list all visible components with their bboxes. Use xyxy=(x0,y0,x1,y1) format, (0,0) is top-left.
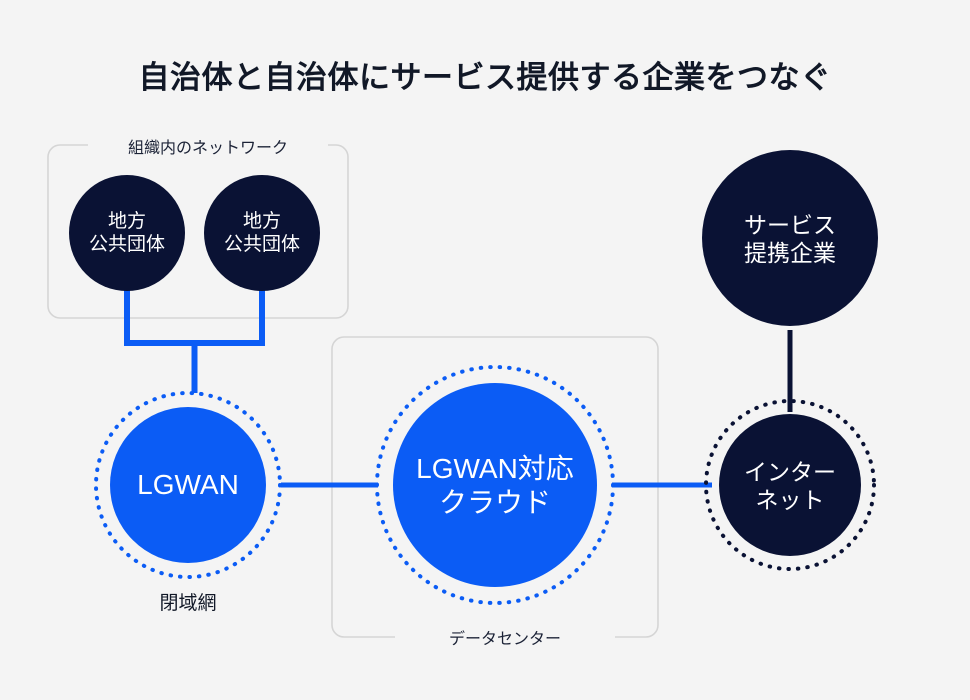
group-data-center xyxy=(331,336,659,638)
group-internal-network-border xyxy=(47,144,349,319)
node-service-partner[interactable] xyxy=(702,150,878,326)
edge-localgov-to-lgwan xyxy=(124,290,265,393)
node-internet[interactable] xyxy=(719,414,861,556)
node-lgwan[interactable] xyxy=(110,407,266,563)
group-label-data-center: データセンター xyxy=(395,625,615,649)
ring-internet xyxy=(704,399,876,571)
caption-closed-network: 閉域網 xyxy=(159,593,217,614)
node-lgwan-cloud[interactable] xyxy=(393,383,597,587)
group-internal-network xyxy=(47,144,349,319)
node-local-gov-1[interactable] xyxy=(69,175,185,291)
group-label-internal-network: 組織内のネットワーク xyxy=(88,134,328,158)
ring-lgwan xyxy=(94,391,282,579)
group-data-center-border xyxy=(331,336,659,638)
node-local-gov-2[interactable] xyxy=(204,175,320,291)
ring-lgwan-cloud xyxy=(375,365,615,605)
page-title: 自治体と自治体にサービス提供する企業をつなぐ xyxy=(138,60,832,95)
